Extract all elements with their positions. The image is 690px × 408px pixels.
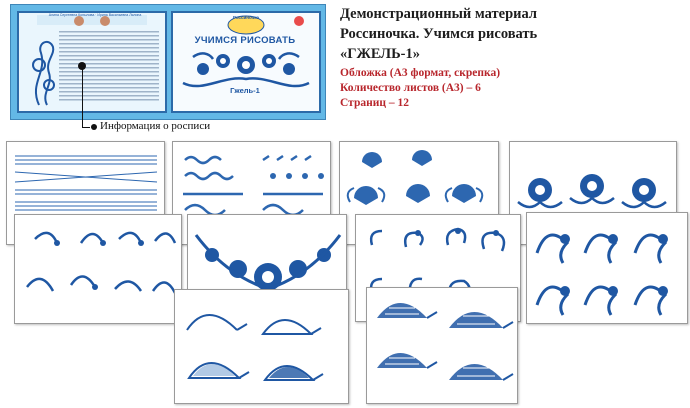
cover-publisher: Россиночка [232, 15, 260, 20]
cover-back-art [32, 15, 159, 106]
callout-bullet [91, 124, 97, 130]
callout-label: Информация о росписи [100, 120, 211, 132]
album-cover: Алина Сергеевна Копылова · Ирина Василье… [10, 4, 326, 120]
title-line-3: «ГЖЕЛЬ-1» [340, 46, 421, 62]
sheet-turtle-patterned [366, 287, 518, 404]
spec-cover: Обложка (А3 формат, скрепка) [340, 67, 501, 79]
turtle-patterned-art [377, 303, 514, 381]
turtle-outline-art [186, 314, 324, 381]
leaf-strokes-art [26, 231, 177, 294]
cover-front-art [182, 15, 310, 88]
cover-front-page [171, 11, 321, 113]
product-title: Демонстрационный материал Россиночка. Уч… [340, 4, 680, 64]
cover-subtitle: Гжель-1 [230, 86, 260, 95]
flowers-row-art [517, 174, 667, 209]
callout-line [82, 66, 83, 128]
bird-steps-art [369, 227, 506, 300]
spec-pages: Страниц – 12 [340, 97, 409, 109]
cover-back-page [17, 11, 167, 113]
title-line-1: Демонстрационный материал [340, 6, 538, 22]
buds-art [346, 150, 484, 205]
title-line-2: Россиночка. Учимся рисовать [340, 26, 538, 42]
cover-back-header: Алина Сергеевна Копылова · Ирина Василье… [48, 13, 142, 17]
sheet-leaf-strokes [14, 214, 182, 324]
cover-title: УЧИМСЯ РИСОВАТЬ [194, 35, 296, 46]
spec-sheets: Количество листов (А3) – 6 [340, 82, 481, 94]
sheet-birds [526, 212, 688, 324]
callout-tick [82, 127, 90, 128]
sheet-turtle-outline [174, 289, 349, 404]
birds-art [535, 233, 668, 316]
